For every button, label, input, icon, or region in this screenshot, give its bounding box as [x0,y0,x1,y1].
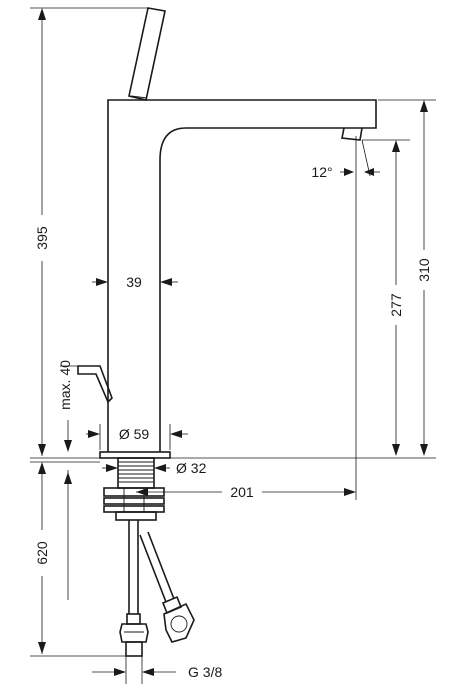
supply-hoses [119,520,195,657]
label-outlet-angle: 12° [311,164,332,180]
label-spout-height: 310 [416,258,432,282]
spout-outlet [341,127,363,141]
label-total-height: 395 [34,226,50,250]
label-connection: G 3/8 [188,664,222,680]
label-hose-length: 620 [34,541,50,565]
body-outline [107,99,377,452]
dimension-labels: 395 620 max. 40 39 Ø 59 Ø 32 201 12° 277… [32,164,434,680]
label-outlet-height: 277 [388,293,404,317]
drain-lever [77,365,113,404]
base-plate [99,451,171,459]
hose-nut-angled [163,602,195,643]
faucet-body [77,7,377,459]
label-reach: 201 [230,484,254,500]
label-lever-max: max. 40 [57,360,73,410]
label-base-diameter: Ø 59 [119,426,150,442]
label-thread-diameter: Ø 32 [176,460,207,476]
dimension-lines [30,7,436,684]
hose-nut-straight [119,623,149,643]
label-body-width: 39 [126,274,142,290]
top-lever-handle [128,7,166,101]
